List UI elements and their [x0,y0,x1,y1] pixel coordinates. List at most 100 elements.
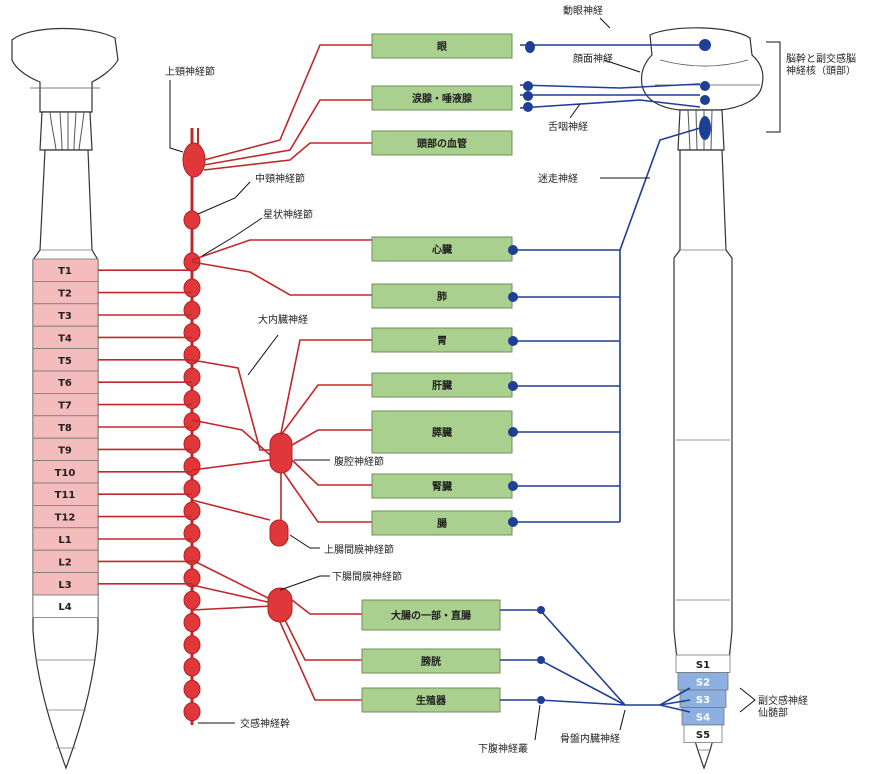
spinal-segment: L4 [33,595,98,617]
segment-label: T6 [58,378,72,389]
organ-box: 頭部の血管 [372,131,512,155]
segment-label: T3 [58,311,72,322]
spinal-segment: L2 [33,550,98,572]
spinal-segment: T6 [33,371,98,393]
segment-label: T8 [58,423,72,434]
segment-label: T1 [58,266,72,277]
spinal-segment: T2 [33,281,98,303]
spinal-segment: T9 [33,438,98,460]
inferior-mesenteric-ganglion [268,588,292,622]
segment-label: S1 [696,660,710,671]
organ-label: 眼 [437,41,447,53]
trunk-ganglion [184,368,200,386]
cervical-sympathetic-branches [192,45,372,295]
segment-label: L1 [58,535,71,546]
brainstem-nuclei-label-2: 神経核（頭部） [786,64,856,77]
segment-label: T11 [55,490,76,501]
vagus-terminal [508,336,518,346]
trunk-ganglion [184,435,200,453]
organ-label: 頭部の血管 [417,137,467,150]
segment-label: S2 [696,677,710,688]
segment-label: T5 [58,356,72,367]
celiac-branches [281,340,372,522]
sacral-segment: S4 [682,708,724,726]
trunk-ganglion [184,591,200,609]
spinal-segment: L3 [33,573,98,595]
vagus-terminal [508,292,518,302]
organ-box: 肝臓 [372,373,512,397]
organ-box: 涙腺・唾液腺 [372,86,512,110]
organ-box: 腸 [372,511,512,535]
celiac-label: 腹腔神経節 [334,455,384,468]
segment-label: T12 [55,513,76,524]
oculomotor-label: 動眼神経 [563,4,603,17]
superior-cervical-ganglion [183,143,205,177]
organ-label: 生殖器 [416,694,447,707]
organ-box: 眼 [372,34,512,58]
sacral-segment: S5 [684,725,722,743]
stellate-label: 星状神経節 [263,208,313,221]
organ-box: 大腸の一部・直腸 [362,600,500,630]
pelvic-splanchnic-label: 骨盤内臓神経 [560,732,620,745]
organ-label: 腎臓 [432,480,452,493]
spinal-segment: T10 [33,461,98,483]
segment-label: T7 [58,401,72,412]
vagus-label: 迷走神経 [538,172,578,185]
organ-box: 心臓 [372,237,512,261]
trunk-ganglion [184,703,200,721]
inferior-mesenteric-label: 下腸間膜神経節 [332,570,402,583]
segment-label: T2 [58,289,72,300]
segment-label: T4 [58,333,72,344]
greater-splanchnic-label: 大内臓神経 [258,313,308,326]
segment-label: S3 [696,695,710,706]
vagus-terminal [508,481,518,491]
trunk-ganglion [184,211,200,229]
trunk-ganglion [184,680,200,698]
facial-label: 顔面神経 [573,52,613,65]
vagus-nerve [508,128,700,527]
superior-mesenteric-label: 上腸間膜神経節 [324,543,394,556]
sacral-parasympathetic-label-1: 副交感神経 [758,694,808,707]
organ-label: 大腸の一部・直腸 [391,609,471,622]
celiac-ganglion [270,433,292,473]
organ-box: 肺 [372,284,512,308]
hypogastric-plexus-label: 下腹神経叢 [478,742,528,755]
superior-mesenteric-ganglion [270,520,288,546]
trunk-ganglion [184,457,200,475]
organ-label: 肝臓 [432,379,452,392]
segment-label: S4 [696,712,710,723]
segment-label: T10 [55,468,76,479]
trunk-ganglion [184,324,200,342]
organ-label: 胃 [437,335,447,347]
organ-box: 生殖器 [362,688,500,712]
spinal-segments-sacral: S1S2S3S4S5 [676,655,730,743]
vagus-terminal [508,427,518,437]
glossopharyngeal-label: 舌咽神経 [548,120,588,133]
organ-label: 心臓 [432,243,452,256]
trunk-ganglion [184,391,200,409]
vagus-terminal [508,245,518,255]
pelvic-splanchnic-nerves [500,606,690,712]
spinal-segment: T8 [33,416,98,438]
segment-label: T9 [58,445,72,456]
trunk-ganglion [184,636,200,654]
splanchnic-nerves [192,360,273,610]
trunk-ganglion [184,658,200,676]
spinal-segment: T3 [33,304,98,326]
vagus-terminal [508,517,518,527]
spinal-segment: T11 [33,483,98,505]
segment-to-trunk-rami [98,270,192,584]
spinal-segment: T1 [33,259,98,281]
trunk-ganglion [184,279,200,297]
organ-box: 膵臓 [372,411,512,453]
segment-label: S5 [696,730,710,741]
segment-label: L2 [58,557,71,568]
segment-label: L3 [58,580,71,591]
sacral-parasympathetic-label-2: 仙髄部 [758,706,788,719]
sympathetic-trunk-label: 交感神経幹 [240,717,290,730]
spinal-segment: T5 [33,349,98,371]
superior-cervical-label: 上頸神経節 [165,65,215,78]
